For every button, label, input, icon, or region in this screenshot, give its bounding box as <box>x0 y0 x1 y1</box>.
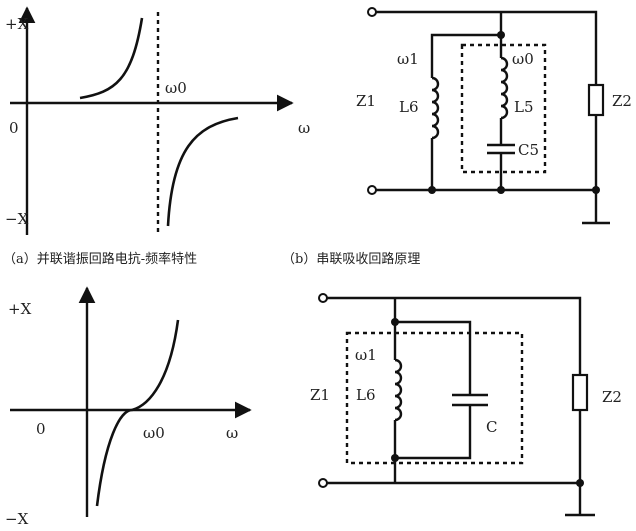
reactance-curve <box>95 319 180 507</box>
parallel-resonance-circuit: ω1 Z1 L6 C Z2 <box>310 293 622 517</box>
label-omega1: ω1 <box>397 50 419 68</box>
caption-a: （a）并联谐振回路电抗-频率特性 <box>3 251 197 267</box>
label-minus-x: −X <box>5 510 29 528</box>
impedance-z2 <box>571 373 589 412</box>
curve-branch-low <box>79 17 144 100</box>
label-l6: L6 <box>356 386 376 404</box>
inductor-l5 <box>500 56 509 120</box>
label-z2: Z2 <box>602 388 622 406</box>
label-c5: C5 <box>518 141 539 159</box>
label-zero: 0 <box>9 119 19 137</box>
label-l6: L6 <box>399 98 419 116</box>
label-plus-x: +X <box>5 15 29 33</box>
label-plus-x: +X <box>8 300 32 318</box>
inductor-l6 <box>394 358 403 422</box>
label-c: C <box>486 418 497 436</box>
parallel-tank-box <box>345 331 524 465</box>
impedance-z2 <box>587 83 605 117</box>
caption-b: （b）串联吸收回路原理 <box>282 251 420 267</box>
label-omega1: ω1 <box>355 346 377 364</box>
label-minus-x: −X <box>5 210 29 228</box>
label-omega: ω <box>298 119 310 137</box>
label-l5: L5 <box>514 98 534 116</box>
curve-branch-high <box>166 116 239 227</box>
label-omega: ω <box>226 424 238 442</box>
label-z2: Z2 <box>612 92 632 110</box>
reactance-graph-parallel: +X 0 −X ω0 ω <box>5 6 310 235</box>
label-zero: 0 <box>36 420 46 438</box>
label-omega0: ω0 <box>512 50 534 68</box>
label-omega0: ω0 <box>143 424 165 442</box>
series-absorption-circuit: ω1 ω0 Z1 L6 L5 C5 Z2 <box>356 7 632 225</box>
inductor-l6 <box>431 76 440 140</box>
label-z1: Z1 <box>356 92 376 110</box>
reactance-graph-series: +X 0 ω0 ω −X <box>5 286 252 528</box>
label-z1: Z1 <box>310 386 330 404</box>
label-omega0: ω0 <box>165 79 187 97</box>
series-trap-box <box>460 43 547 174</box>
